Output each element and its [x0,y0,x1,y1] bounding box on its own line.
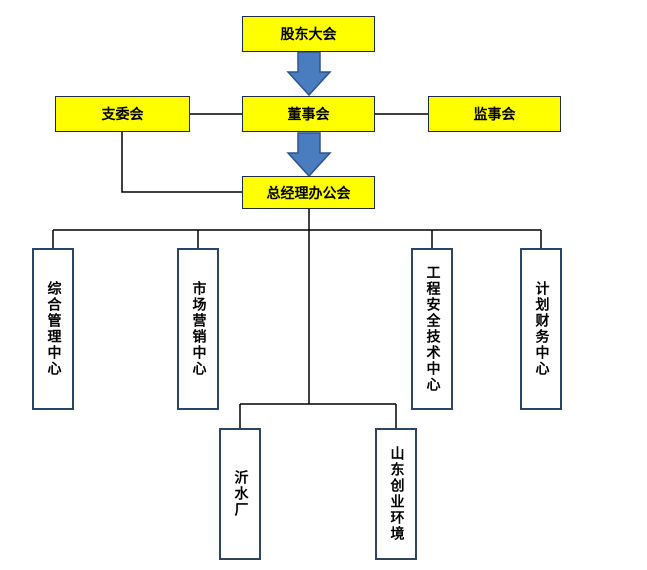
subsidiary-box-yishui-plant: 沂水厂 [219,428,261,560]
gm-office-meeting-box: 总经理办公会 [242,176,375,209]
shareholders-meeting-box: 股东大会 [242,16,375,52]
dept-label-marketing: 市场营销中心 [190,281,207,377]
supervisors-board-label: 监事会 [473,107,516,123]
arrow-board-to-gm-office [286,132,332,178]
dept-label-planning-finance: 计划财务中心 [533,281,550,377]
arrow-shareholders-to-board [286,51,332,97]
party-committee-label: 支委会 [101,107,144,123]
dept-label-general-management: 综合管理中心 [45,281,62,377]
board-of-directors-box: 董事会 [242,96,375,132]
party-committee-box: 支委会 [55,96,190,132]
supervisors-board-box: 监事会 [428,96,561,132]
line-party-committee-gm-office [121,132,242,193]
dept-box-marketing: 市场营销中心 [177,248,219,410]
shareholders-meeting-label: 股东大会 [280,27,337,43]
dept-box-general-management: 综合管理中心 [32,248,74,410]
subsidiary-label-shandong-chuangye: 山东创业环境 [388,446,405,542]
dept-box-planning-finance: 计划财务中心 [520,248,562,410]
board-of-directors-label: 董事会 [287,107,330,123]
subsidiary-box-shandong-chuangye: 山东创业环境 [375,428,417,560]
dept-label-engineering-safety: 工程安全技术中心 [424,265,441,393]
gm-office-meeting-label: 总经理办公会 [266,185,351,202]
dept-box-engineering-safety: 工程安全技术中心 [411,248,453,410]
subsidiary-label-yishui-plant: 沂水厂 [232,470,249,518]
